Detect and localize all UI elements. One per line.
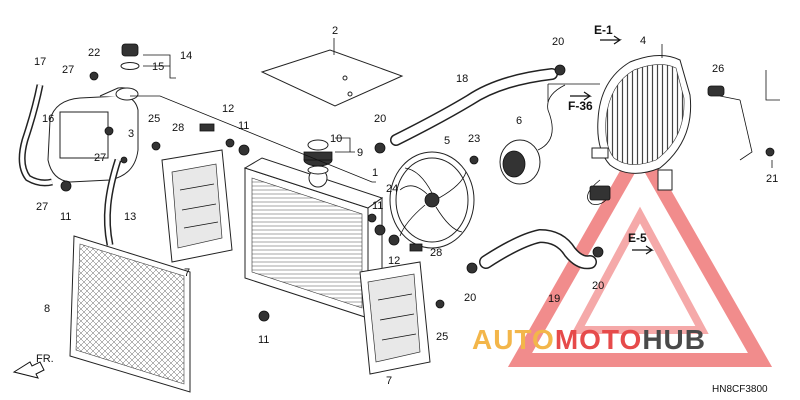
callout-25-upper: 25 — [148, 113, 160, 125]
front-direction-marker: FR. — [12, 353, 54, 379]
overflow-hose — [18, 84, 53, 187]
callout-13: 13 — [124, 211, 136, 223]
callout-26: 26 — [712, 63, 724, 75]
callout-1: 1 — [372, 167, 378, 179]
callout-28-upper: 28 — [172, 122, 184, 134]
cooling-fan — [389, 151, 475, 249]
reference-e5: E-5 — [628, 231, 654, 255]
callout-18: 18 — [456, 73, 468, 85]
callout-5: 5 — [444, 135, 450, 147]
callout-20-cap: 20 — [374, 113, 386, 125]
lower-hose — [479, 228, 597, 270]
callout-20-right: 20 — [592, 280, 604, 292]
leader-lines — [130, 38, 780, 183]
callout-8: 8 — [44, 303, 50, 315]
reference-e1-label: E-1 — [594, 23, 613, 37]
reference-e1: E-1 — [594, 23, 622, 45]
callout-24: 24 — [386, 183, 398, 195]
callout-12-upper: 12 — [222, 103, 234, 115]
radiator-shroud-left — [161, 149, 233, 263]
radiator-cap — [303, 139, 333, 167]
watermark-part-hub: HUB — [642, 324, 706, 355]
callout-11-upper: 11 — [238, 120, 249, 132]
fasteners — [60, 64, 775, 322]
callout-27-upper: 27 — [62, 64, 74, 76]
callout-3: 3 — [128, 128, 134, 140]
callout-10: 10 — [330, 133, 342, 145]
fan-shroud — [587, 55, 692, 205]
callout-20-lower: 20 — [464, 292, 476, 304]
watermark-text: AUTOMOTOHUB — [472, 324, 706, 355]
reservoir-tank — [47, 87, 139, 183]
callout-6: 6 — [516, 115, 522, 127]
top-cover-plate — [260, 49, 404, 107]
callout-14: 14 — [180, 50, 192, 62]
callout-7-left: 7 — [184, 267, 190, 279]
callout-4: 4 — [640, 35, 646, 47]
radiator-shroud-right — [359, 261, 431, 375]
reference-f36: F-36 — [568, 91, 593, 113]
callout-17: 17 — [34, 56, 46, 68]
callout-11-lower: 11 — [258, 334, 269, 346]
radiator-grill — [69, 235, 191, 393]
callout-21: 21 — [766, 173, 778, 185]
callout-labels: 1 2 3 4 5 6 7 7 8 9 10 11 11 11 11 12 12… — [34, 25, 778, 387]
callout-23: 23 — [468, 133, 480, 145]
callout-16: 16 — [42, 113, 54, 125]
callout-22: 22 — [88, 47, 100, 59]
callout-20-top: 20 — [552, 36, 564, 48]
callout-9: 9 — [357, 147, 363, 159]
callout-2: 2 — [332, 25, 338, 37]
callout-7-right: 7 — [386, 375, 392, 387]
svg-text:AUTOMOTOHUB: AUTOMOTOHUB — [472, 324, 706, 355]
callout-11-right: 11 — [372, 200, 383, 212]
callout-12-lower: 12 — [388, 255, 400, 267]
fan-motor — [499, 84, 566, 185]
reservoir-cap — [120, 43, 140, 70]
upper-hose — [390, 68, 558, 146]
watermark-part-moto: MOTO — [555, 324, 642, 355]
callout-25-lower: 25 — [436, 331, 448, 343]
reference-f36-label: F-36 — [568, 99, 593, 113]
watermark-part-auto: AUTO — [472, 324, 555, 355]
callout-28-lower: 28 — [430, 247, 442, 259]
callout-11-reservoir: 11 — [60, 211, 71, 223]
callout-27-left: 27 — [36, 201, 48, 213]
callout-19: 19 — [548, 293, 560, 305]
callout-15: 15 — [152, 61, 164, 73]
front-marker-label: FR. — [36, 353, 54, 365]
reference-e5-label: E-5 — [628, 231, 647, 245]
diagram-code: HN8CF3800 — [712, 384, 768, 395]
callout-27-mid: 27 — [94, 152, 106, 164]
radiator-core — [243, 157, 384, 319]
siphon-hose — [103, 158, 122, 246]
